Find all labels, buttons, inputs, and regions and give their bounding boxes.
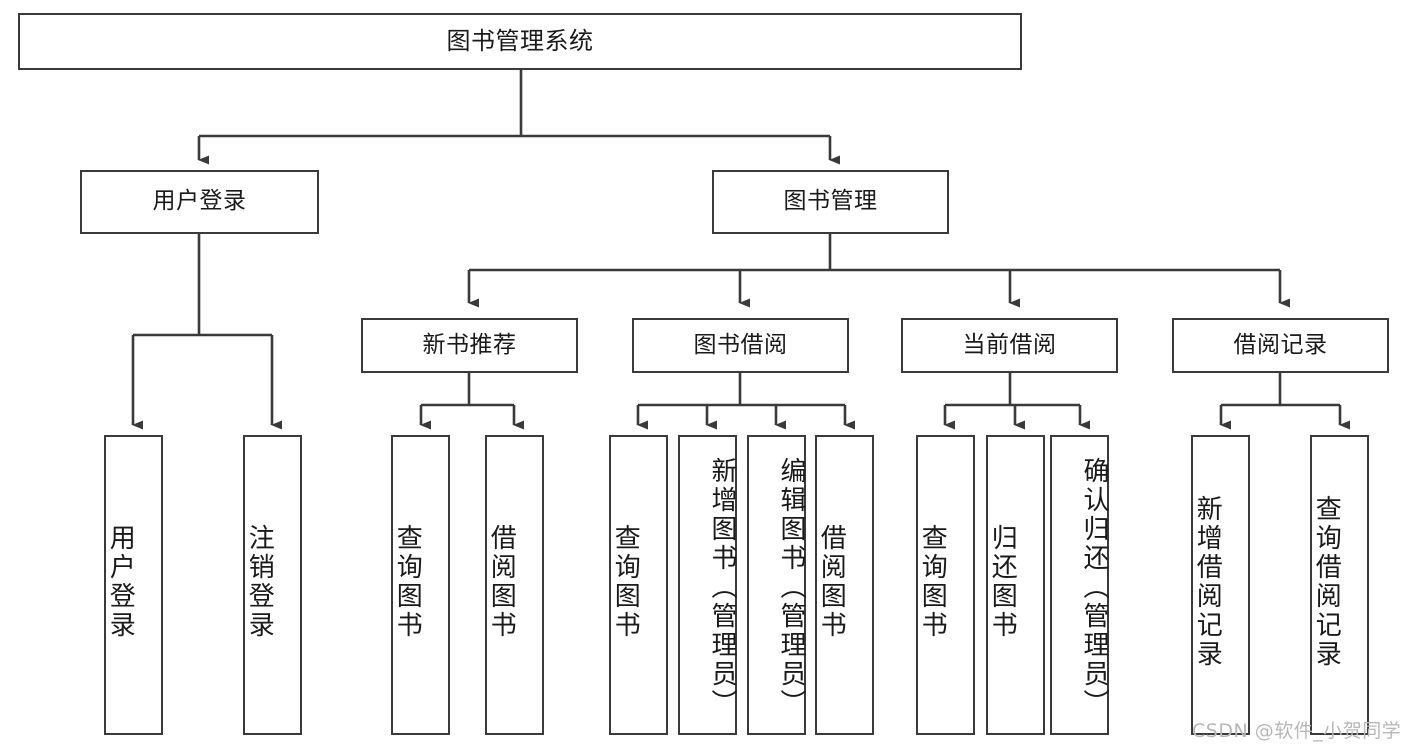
node-book-manage[interactable]: 图书管理 xyxy=(712,170,949,234)
node-leaf-query-record[interactable]: 查询借阅记录 xyxy=(1310,435,1369,735)
node-leaf-query-book-a[interactable]: 查询图书 xyxy=(391,435,450,735)
node-user-login[interactable]: 用户登录 xyxy=(80,170,319,234)
csdn-watermark: CSDN @软件_小贺同学 xyxy=(1192,720,1402,742)
node-leaf-add-record[interactable]: 新增借阅记录 xyxy=(1191,435,1250,735)
node-leaf-borrow-book-a[interactable]: 借阅图书 xyxy=(485,435,544,735)
node-new-book-recommendation[interactable]: 新书推荐 xyxy=(361,318,578,373)
node-leaf-return-book[interactable]: 归还图书 xyxy=(986,435,1045,735)
node-root[interactable]: 图书管理系统 xyxy=(18,13,1022,70)
node-leaf-user-login[interactable]: 用户登录 xyxy=(104,435,163,735)
node-leaf-query-book-c[interactable]: 查询图书 xyxy=(916,435,975,735)
node-leaf-edit-book[interactable]: 编辑图书（管理员） xyxy=(747,435,806,735)
node-leaf-query-book-b[interactable]: 查询图书 xyxy=(609,435,668,735)
node-book-borrow[interactable]: 图书借阅 xyxy=(632,318,849,373)
node-borrow-record[interactable]: 借阅记录 xyxy=(1172,318,1389,373)
node-leaf-confirm-return[interactable]: 确认归还（管理员） xyxy=(1050,435,1109,735)
node-current-borrow[interactable]: 当前借阅 xyxy=(901,318,1118,373)
node-leaf-logout[interactable]: 注销登录 xyxy=(243,435,302,735)
node-leaf-add-book[interactable]: 新增图书（管理员） xyxy=(678,435,737,735)
node-leaf-borrow-book-b[interactable]: 借阅图书 xyxy=(815,435,874,735)
